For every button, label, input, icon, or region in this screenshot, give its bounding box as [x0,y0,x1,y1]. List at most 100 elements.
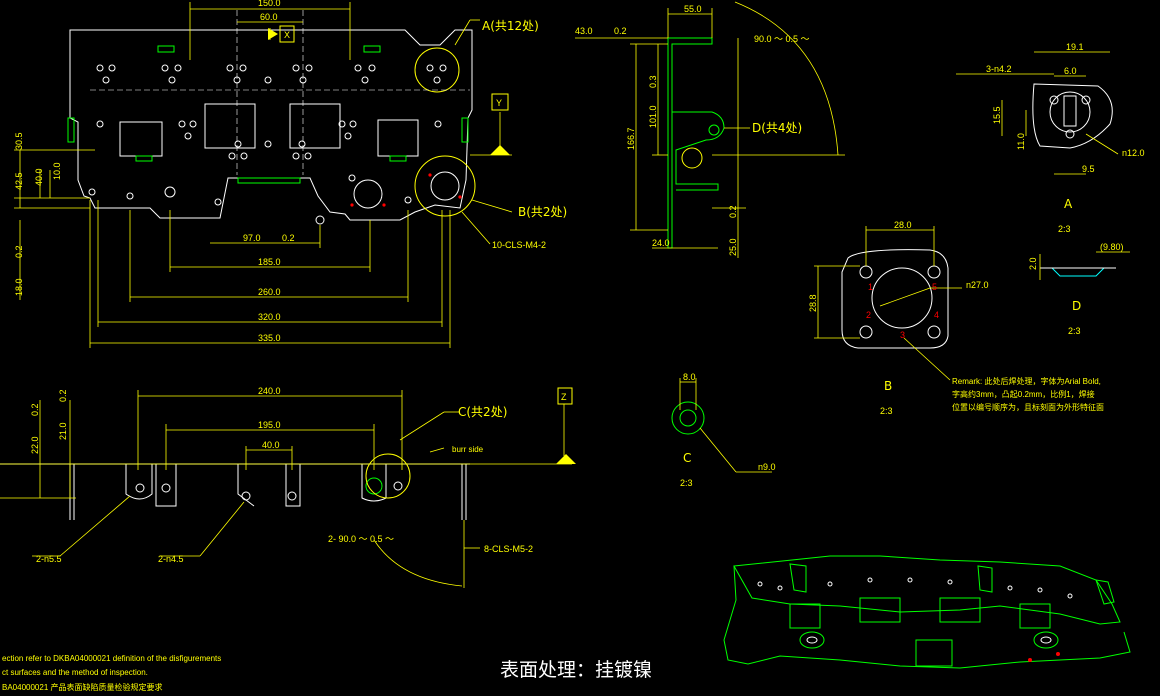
dimension-lines [14,2,513,348]
detail-b-hole [859,265,873,279]
detail-d-profile [1050,267,1106,277]
dim-3-n4-2: 3-n4.2 [986,64,1012,74]
iso-hole [1040,636,1052,644]
dim-25-tol: 0.2 [728,205,738,218]
iso-bracket [977,565,993,593]
detail-b-scale: 2:3 [880,406,893,416]
remark-line-1: Remark: 此处后焊处理，字体为Arial Bold, [952,376,1101,386]
detail-d-dims [1039,251,1130,280]
iso-weld-mark [1028,658,1032,662]
burr-side: burr side [452,445,484,454]
detail-b-hole [927,325,941,339]
top-view: 150.0 60.0 30.5 42.5 40.0 10.0 0.2 18.0 … [14,0,567,348]
cutout [289,103,341,149]
datum-z-box [557,387,573,405]
dim-55: 55.0 [684,4,702,14]
front-c-hole [365,477,383,495]
dim-9-5: 9.5 [1082,164,1095,174]
hole-group [88,64,447,225]
iso-cutout [915,639,953,667]
surface-treatment: 表面处理：挂镀镍 [500,659,652,681]
dim-11: 11.0 [1016,133,1026,150]
detail-b-outline [841,249,949,349]
side-bracket [672,111,725,191]
front-dim-lines [0,390,572,588]
iso-holes [757,577,1073,599]
dim-260: 260.0 [258,287,281,297]
thread-note-front: 8-CLS-M5-2 [484,544,533,554]
side-profile [667,37,713,249]
dim-n9: n9.0 [758,462,776,472]
dim-43-tol: 0.2 [614,26,627,36]
detail-b-numbers: 1 2 3 4 5 [866,282,939,340]
detail-b: 1 2 3 4 5 28.0 28.8 n27.0 B 2:3 Remark: … [808,220,1104,416]
detail-c-scale: 2:3 [680,478,693,488]
isometric-view [723,555,1131,669]
detail-b-dims [814,226,962,381]
top-view-outline [69,29,473,221]
detail-d: 2.0 (9.80) D 2:3 [1028,242,1130,336]
callout-b: B(共2处) [518,205,567,219]
callout-a: A(共12处) [482,19,539,33]
dim-2: 2.0 [1028,257,1038,270]
dim-195: 195.0 [258,420,281,430]
detail-d-scale: 2:3 [1068,326,1081,336]
detail-a-dims [956,51,1119,175]
dim-n12: n12.0 [1122,148,1145,158]
datum-y-label: Y [496,98,502,108]
side-view: 55.0 43.0 0.2 166.7 101.0 0.3 24.0 0.2 2… [575,1,845,258]
front-flange [125,464,387,507]
detail-d-label: D [1072,299,1081,313]
dim-101: 101.0 [648,105,658,128]
iso-hole [806,636,818,644]
weld-number: 2 [866,310,871,320]
side-dim-lines [575,1,845,258]
dim-185: 185.0 [258,257,281,267]
dim-240: 240.0 [258,386,281,396]
remark-line-3: 位置以编号顺序为，且标刻面为外形特征面 [952,402,1104,412]
cutout [119,121,163,157]
dim-n27: n27.0 [966,280,989,290]
detail-a-label: A [1064,197,1073,211]
cutout [377,119,419,157]
datum-y-marker [490,145,510,155]
dim-28-8: 28.8 [808,294,818,312]
iso-top-plate [733,555,1121,625]
datum-x-box [279,25,295,43]
cutout [204,103,256,149]
detail-a-small-hole [1081,95,1091,105]
callout-circle-c [365,453,411,499]
dim-18: 18.0 [14,278,24,296]
remark-line-2: 字高约3mm，凸起0.2mm，比例1，焊接 [952,389,1095,399]
tab [157,45,175,53]
iso-cutout [859,597,901,623]
dim-40-front: 40.0 [262,440,280,450]
weld-number: 5 [932,282,937,292]
dim-15-5: 15.5 [992,106,1002,124]
dim-9-80: (9.80) [1100,242,1124,252]
detail-c-outer [671,401,705,435]
tab [135,155,153,162]
detail-a-scale: 2:3 [1058,224,1071,234]
tab [237,177,301,184]
weld-number: 4 [934,310,939,320]
tab [389,155,407,162]
dim-97-tol: 0.2 [282,233,295,243]
dim-21-tol: 0.2 [58,389,68,402]
detail-b-hole [859,325,873,339]
dim-6: 6.0 [1064,66,1077,76]
front-view: 240.0 195.0 40.0 22.0 0.2 21.0 0.2 C(共2处… [0,386,576,588]
dim-101-tol: 0.3 [648,75,658,88]
detail-a-hole [1049,91,1091,133]
iso-bracket [789,563,807,593]
weld-number: 1 [868,282,873,292]
detail-b-circle [430,171,460,201]
thread-note-top: 10-CLS-M4-2 [492,240,546,250]
dim-tol: 0.2 [14,245,24,258]
detail-b-hole [927,265,941,279]
detail-a: 19.1 6.0 3-n4.2 15.5 11.0 9.5 n12.0 A 2:… [956,42,1145,234]
front-holes [135,481,403,501]
dim-60: 60.0 [260,12,278,22]
detail-b-circle [353,179,383,209]
